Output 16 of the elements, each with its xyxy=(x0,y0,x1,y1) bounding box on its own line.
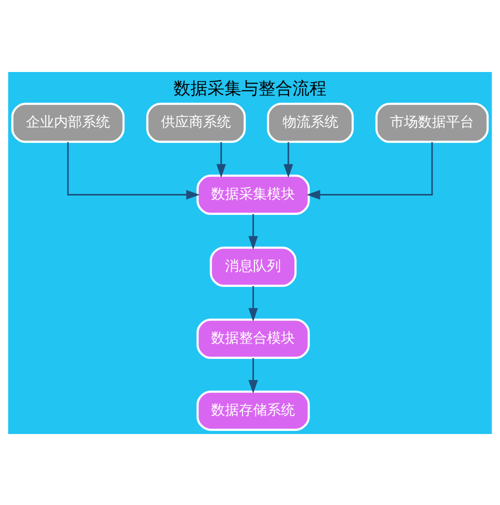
arrow xyxy=(306,142,433,200)
node-box: 数据存储系统 xyxy=(196,390,310,430)
node-box: 供应商系统 xyxy=(146,102,246,142)
diagram-title: 数据采集与整合流程 xyxy=(174,78,326,98)
node-box: 数据整合模块 xyxy=(196,318,310,358)
node-box: 企业内部系统 xyxy=(11,102,125,142)
node-box: 市场数据平台 xyxy=(375,102,489,142)
arrow xyxy=(67,142,200,200)
node-box: 数据采集模块 xyxy=(196,174,310,214)
arrow xyxy=(216,142,226,178)
node-box: 物流系统 xyxy=(266,102,354,142)
arrow xyxy=(248,358,258,394)
arrow xyxy=(284,142,294,178)
node-box: 消息队列 xyxy=(210,246,297,286)
arrow xyxy=(248,286,258,322)
arrow xyxy=(248,214,258,250)
